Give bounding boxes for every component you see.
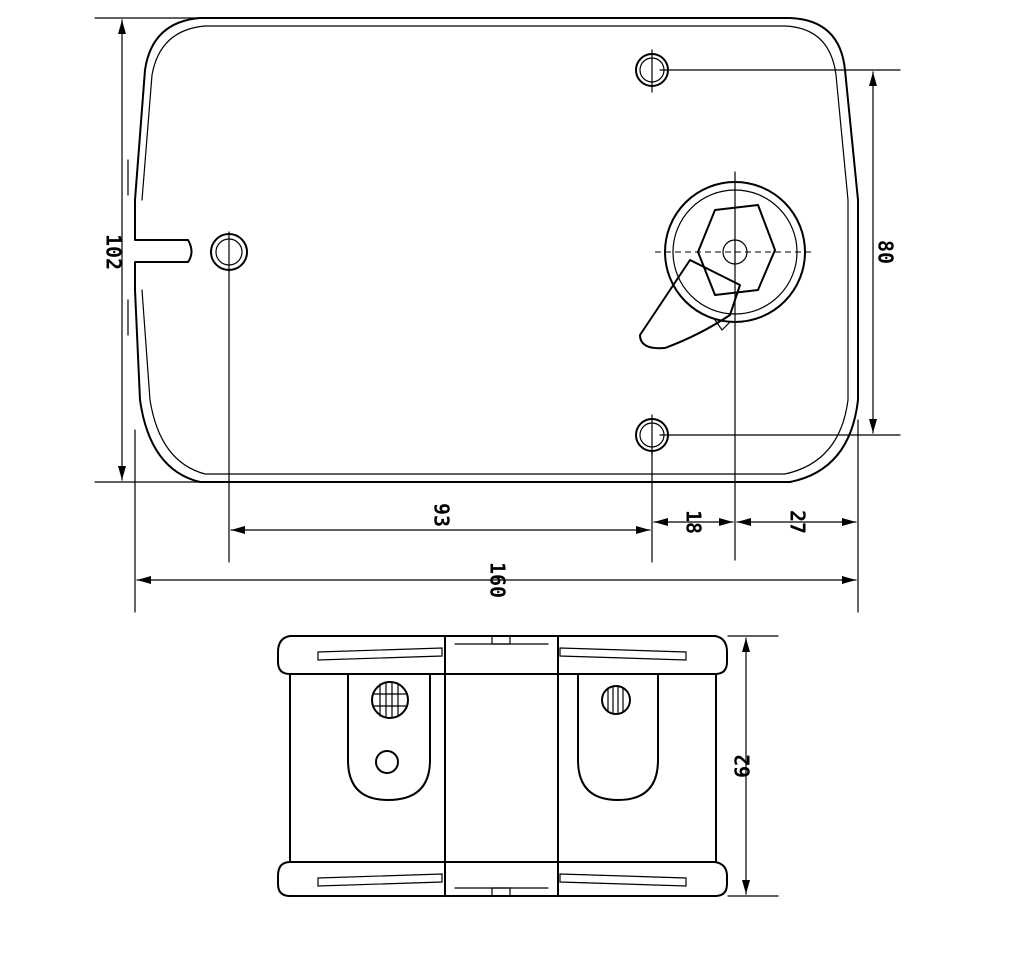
mounting-hole-top: [635, 49, 669, 93]
housing-inner-outline: [141, 25, 849, 475]
side-left-port: [371, 681, 409, 719]
side-left-bracket: [347, 673, 431, 801]
drive-shaft: [639, 171, 815, 561]
dim-length: 160: [136, 562, 857, 598]
dim-shaft-to-edge-label: 27: [786, 510, 810, 534]
side-top-flange: [277, 635, 728, 675]
side-left-hole: [375, 750, 399, 774]
side-body: [289, 673, 717, 863]
dim-shaft-to-edge: 27: [736, 510, 857, 534]
side-bottom-flange: [277, 861, 728, 897]
dim-depth-label: 62: [731, 754, 755, 778]
top-view: 102 80 93 18 27: [94, 17, 901, 613]
housing-outline: [134, 17, 859, 483]
dim-height: 102: [102, 19, 126, 481]
flange-slots: [317, 647, 687, 887]
side-right-port: [601, 685, 631, 715]
shaft-lever: [639, 259, 741, 350]
dim-height-label: 102: [102, 234, 126, 270]
dim-depth: 62: [731, 637, 755, 895]
dim-length-label: 160: [486, 562, 510, 598]
dim-hole-offset: 18: [653, 510, 734, 534]
mounting-hole-left: [210, 231, 248, 273]
dim-hole-to-shaft: 93: [230, 503, 651, 534]
side-view: 62: [277, 635, 779, 897]
dim-hole-spacing-label: 80: [874, 240, 898, 264]
dim-hole-to-shaft-label: 93: [430, 503, 454, 527]
side-right-bracket: [577, 673, 659, 801]
dim-hole-offset-label: 18: [682, 510, 706, 534]
dim-hole-spacing: 80: [869, 71, 898, 434]
